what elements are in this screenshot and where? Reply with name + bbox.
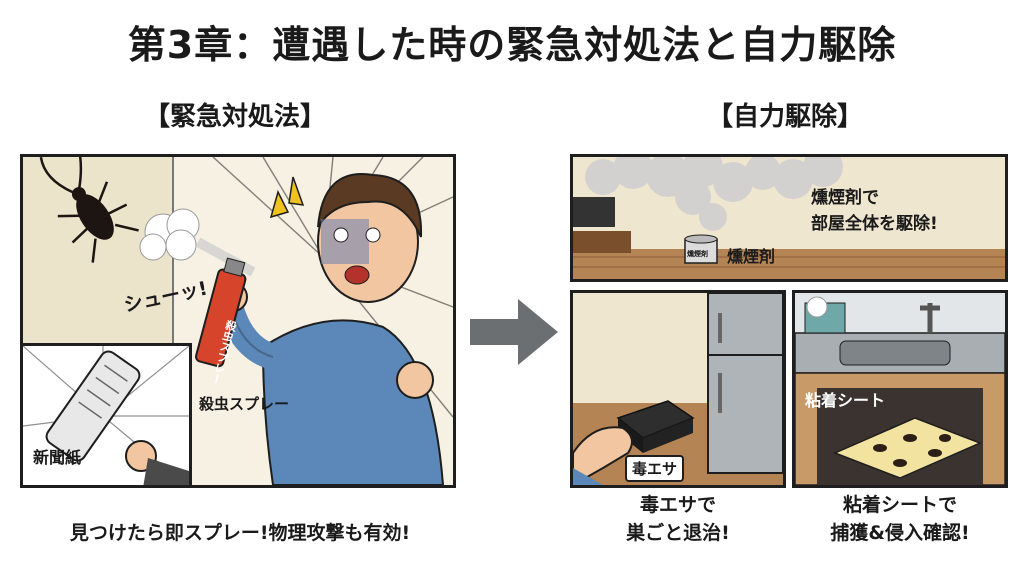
fogger-can <box>684 234 718 264</box>
person-figure <box>215 173 445 485</box>
bait-panel: 毒エサ <box>570 290 786 488</box>
bait-caption-line2: 巣ごと退治! <box>626 522 730 544</box>
tv-icon <box>573 197 631 253</box>
newspaper-icon <box>45 350 141 462</box>
emergency-caption: 見つけたら即スプレー!物理攻撃も有効! <box>69 522 411 544</box>
smoke-cloud <box>585 157 843 231</box>
sink-icon <box>795 303 1005 374</box>
bait-label: 毒エサ <box>625 455 685 482</box>
self-removal-heading: 【自力駆除】 <box>706 102 863 132</box>
cockroach-icon <box>39 157 139 263</box>
trap-label: 粘着シート <box>805 391 886 410</box>
trap-panel: 粘着シート <box>792 290 1008 488</box>
alert-mark <box>269 176 305 219</box>
fogger-label: 燻煙剤 <box>727 247 776 266</box>
emergency-heading: 【緊急対処法】 <box>143 102 326 132</box>
newspaper-label: 新聞紙 <box>33 448 82 467</box>
trap-caption-line2: 捕獲&侵入確認! <box>830 522 970 544</box>
fogger-panel: 燻煙剤 燻煙剤 燻煙剤で 部屋全体を駆除! <box>570 154 1008 282</box>
newspaper-inset: 新聞紙 <box>23 343 192 485</box>
fogger-note-line2: 部屋全体を駆除! <box>811 214 938 234</box>
spray-label: 殺虫スプレー <box>199 395 290 413</box>
hand-icon <box>573 426 633 485</box>
arrow-icon <box>470 299 558 365</box>
page-title: 第3章：遭遇した時の緊急対処法と自力駆除 <box>127 23 897 67</box>
trap-caption-line1: 粘着シートで <box>842 494 957 516</box>
dish-rack-icon <box>804 296 846 334</box>
fogger-device-text: 燻煙剤 <box>687 250 708 258</box>
emergency-panel: シューッ! 殺虫スプレー 殺虫スプレー 新聞紙 <box>20 154 456 488</box>
bait-caption-line1: 毒エサで <box>639 494 716 516</box>
fogger-note-line1: 燻煙剤で <box>811 188 879 208</box>
spray-can <box>195 257 247 368</box>
spray-cloud <box>139 208 256 277</box>
sticky-trap-icon <box>833 417 982 479</box>
emergency-scene <box>23 157 453 485</box>
refrigerator-icon <box>707 293 783 474</box>
